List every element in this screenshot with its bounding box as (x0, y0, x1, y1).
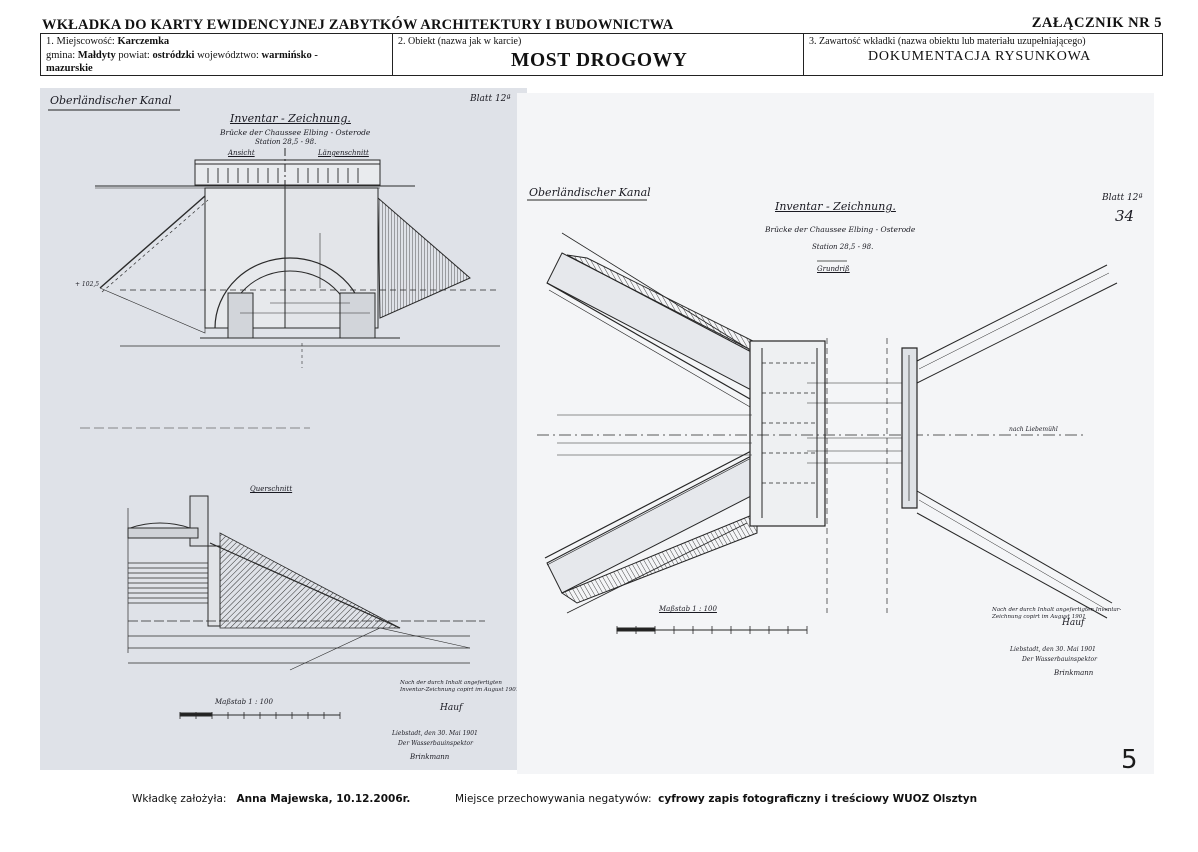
storage-label: Miejsce przechowywania negatywów: (455, 793, 652, 805)
admin-row: gmina: Małdyty powiat: ostródzki wojewód… (46, 50, 318, 61)
left-date: Liebstadt, den 30. Mai 1901 (392, 730, 478, 737)
left-drawing-title: Inventar - Zeichnung. (230, 112, 351, 125)
elevation-drawing (48, 109, 500, 719)
object-label: 2. Obiekt (nazwa jak w karcie) (398, 36, 522, 47)
right-canal-title: Oberländischer Kanal (529, 186, 651, 199)
left-scale-label: Maßstab 1 : 100 (215, 698, 273, 706)
right-date: Liebstadt, den 30. Mai 1901 (1010, 646, 1096, 653)
powiat-value: ostródzki (152, 50, 195, 61)
powiat-label: powiat: (118, 50, 150, 61)
left-blatt: Blatt 12ª (470, 94, 511, 104)
author-value: Anna Majewska, 10.12.2006r. (236, 793, 411, 805)
right-bridge-name: Brücke der Chaussee Elbing - Osterode (765, 225, 916, 234)
contents-label: 3. Zawartość wkładki (nazwa obiektu lub … (809, 36, 1086, 47)
plan-drawing (527, 199, 1118, 634)
right-blatt: Blatt 12ª (1102, 193, 1143, 203)
annex-number: ZAŁĄCZNIK NR 5 (1031, 15, 1162, 31)
plan-title: Grundriß (817, 265, 850, 273)
right-signature-b: Brinkmann (1054, 669, 1094, 677)
voivodeship-value: warmińsko - (261, 50, 318, 61)
locality-value: Karczemka (117, 36, 170, 47)
voivodeship-label: województwo: (197, 50, 259, 61)
header-table: 1. Miejscowość: Karczemka gmina: Małdyty… (40, 33, 1163, 76)
locality-label: 1. Miejscowość: (46, 36, 115, 47)
axis-direction-label: nach Liebemühl (1009, 426, 1058, 433)
left-signature-a: Hauf (440, 703, 463, 713)
contents-value: DOKUMENTACJA RYSUNKOWA (868, 49, 1091, 64)
object-cell: 2. Obiekt (nazwa jak w karcie) MOST DROG… (393, 34, 804, 75)
left-signature-b: Brinkmann (410, 753, 450, 761)
right-sheet-number: 34 (1115, 207, 1135, 225)
left-canal-title: Oberländischer Kanal (50, 94, 172, 107)
form-title: WKŁADKA DO KARTY EWIDENCYJNEJ ZABYTKÓW A… (42, 17, 674, 33)
right-copy-note: Nach der durch Inhalt angefertigten Inve… (992, 607, 1122, 621)
right-signature-a: Hauf (1062, 618, 1085, 628)
right-scale-label: Maßstab 1 : 100 (659, 605, 717, 613)
left-level-label: + 102,5 (75, 281, 100, 288)
left-drawing-sheet: Oberländischer Kanal Blatt 12ª Inventar … (40, 88, 527, 770)
right-drawing-sheet: Oberländischer Kanal Blatt 12ª 34 Invent… (517, 93, 1154, 774)
location-cell: 1. Miejscowość: Karczemka gmina: Małdyty… (41, 34, 393, 75)
author-label: Wkładkę założyła: (132, 793, 227, 805)
right-station: Station 28,5 - 98. (812, 243, 874, 251)
voivodeship-value-cont: mazurskie (46, 63, 93, 74)
admin-row-cont: mazurskie (46, 63, 93, 74)
gmina-value: Małdyty (77, 50, 116, 61)
gmina-label: gmina: (46, 50, 76, 61)
author-line: Wkładkę założyła: Anna Majewska, 10.12.2… (132, 793, 410, 805)
left-section-label: Längenschnitt (318, 149, 369, 157)
left-bridge-name: Brücke der Chaussee Elbing - Osterode (220, 128, 371, 137)
left-copy-note: Nach der durch Inhalt angefertigten Inve… (400, 680, 520, 694)
storage-line: Miejsce przechowywania negatywów: cyfrow… (455, 793, 977, 805)
left-station: Station 28,5 - 98. (255, 138, 317, 146)
storage-value: cyfrowy zapis fotograficzny i treściowy … (658, 793, 978, 805)
left-view-label: Ansicht (228, 149, 255, 157)
cross-section-title: Querschnitt (250, 485, 293, 493)
page-number: 5 (1121, 745, 1138, 775)
left-office: Der Wasserbauinspektor (398, 740, 473, 747)
locality-row: 1. Miejscowość: Karczemka (46, 36, 169, 47)
object-name: MOST DROGOWY (511, 50, 688, 71)
right-office: Der Wasserbauinspektor (1022, 656, 1097, 663)
contents-cell: 3. Zawartość wkładki (nazwa obiektu lub … (804, 34, 1162, 75)
right-drawing-title: Inventar - Zeichnung. (775, 200, 896, 213)
